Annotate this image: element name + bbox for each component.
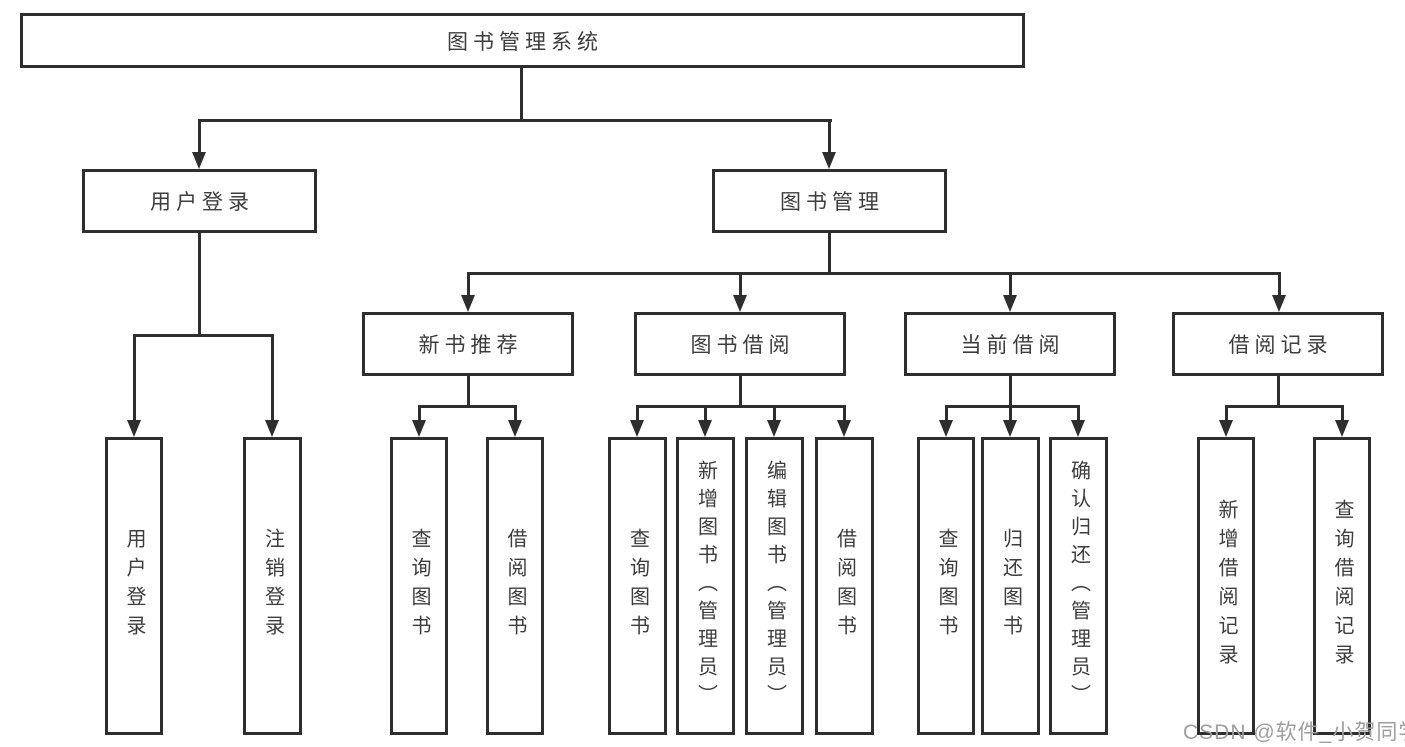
leaf-current-query-book-label: 查询图书 [935, 528, 957, 644]
connector-line [704, 405, 707, 422]
arrowhead-down [412, 420, 426, 437]
connector-line [133, 334, 136, 422]
connector-line [1077, 405, 1080, 422]
node-library-management-system: 图书管理系统 [20, 13, 1025, 68]
connector-line [636, 405, 846, 408]
arrowhead-down [939, 420, 953, 437]
connector-line [418, 405, 421, 422]
arrowhead-down [192, 152, 206, 169]
connector-line [828, 119, 831, 155]
arrowhead-down [1272, 295, 1286, 312]
arrowhead-down [1071, 420, 1085, 437]
leaf-recommend-borrow-book: 借阅图书 [486, 437, 544, 735]
connector-line [1341, 405, 1344, 422]
leaf-records-query-record: 查询借阅记录 [1313, 437, 1371, 735]
connector-line [828, 230, 831, 275]
connector-line [1278, 272, 1281, 298]
node-book-borrow: 图书借阅 [634, 312, 846, 376]
leaf-current-confirm-return-admin-label: 确认归还（管理员） [1067, 460, 1090, 712]
arrowhead-down [127, 420, 141, 437]
leaf-borrow-add-book-admin-label: 新增图书（管理员） [694, 460, 717, 712]
leaf-logout-label: 注销登录 [261, 528, 284, 644]
connector-line [1277, 374, 1280, 408]
connector-line [467, 374, 470, 408]
leaf-user-login-label: 用户登录 [123, 528, 145, 644]
connector-line [514, 405, 517, 422]
connector-line [773, 405, 776, 422]
leaf-current-query-book: 查询图书 [917, 437, 975, 735]
leaf-user-login: 用户登录 [105, 437, 163, 735]
leaf-borrow-borrow-book-label: 借阅图书 [833, 528, 856, 644]
leaf-recommend-borrow-book-label: 借阅图书 [504, 528, 526, 644]
arrowhead-down [1335, 420, 1349, 437]
connector-line [1009, 374, 1012, 408]
arrowhead-down [265, 420, 279, 437]
connector-line [198, 119, 832, 122]
leaf-records-add-record-label: 新增借阅记录 [1215, 499, 1237, 673]
arrowhead-down [837, 420, 851, 437]
connector-line [133, 334, 274, 337]
connector-line [945, 405, 1080, 408]
connector-line [739, 272, 742, 298]
node-borrow-records: 借阅记录 [1172, 312, 1384, 376]
arrowhead-down [733, 295, 747, 312]
leaf-borrow-query-book-label: 查询图书 [626, 528, 649, 644]
arrowhead-down [630, 420, 644, 437]
connector-line [636, 405, 639, 422]
leaf-current-return-book-label: 归还图书 [999, 528, 1022, 644]
connector-line [271, 334, 274, 422]
connector-line [1009, 272, 1012, 298]
leaf-borrow-borrow-book: 借阅图书 [815, 437, 874, 735]
connector-line [1225, 405, 1344, 408]
arrowhead-down [1003, 295, 1017, 312]
arrowhead-down [822, 152, 836, 169]
connector-line [843, 405, 846, 422]
node-current-borrow: 当前借阅 [904, 312, 1116, 376]
connector-line [467, 272, 1281, 275]
arrowhead-down [1219, 420, 1233, 437]
csdn-watermark: CSDN @软件_小贺同学 [1183, 721, 1405, 744]
node-user-login: 用户登录 [82, 169, 317, 233]
arrowhead-down [461, 295, 475, 312]
connector-line [945, 405, 948, 422]
leaf-borrow-edit-book-admin-label: 编辑图书（管理员） [763, 460, 786, 712]
leaf-recommend-query-book-label: 查询图书 [408, 528, 430, 644]
leaf-borrow-edit-book-admin: 编辑图书（管理员） [745, 437, 804, 735]
leaf-borrow-query-book: 查询图书 [608, 437, 667, 735]
leaf-records-query-record-label: 查询借阅记录 [1331, 499, 1353, 673]
leaf-recommend-query-book: 查询图书 [390, 437, 448, 735]
connector-line [418, 405, 517, 408]
connector-line [739, 374, 742, 408]
arrowhead-down [767, 420, 781, 437]
leaf-current-return-book: 归还图书 [981, 437, 1040, 735]
arrowhead-down [508, 420, 522, 437]
connector-line [467, 272, 470, 298]
connector-line [198, 230, 201, 336]
leaf-logout: 注销登录 [243, 437, 302, 735]
connector-line [198, 119, 201, 155]
arrowhead-down [1003, 420, 1017, 437]
connector-line [520, 66, 523, 122]
node-new-book-recommend: 新书推荐 [362, 312, 574, 376]
leaf-current-confirm-return-admin: 确认归还（管理员） [1049, 437, 1108, 735]
leaf-borrow-add-book-admin: 新增图书（管理员） [676, 437, 735, 735]
connector-line [1009, 405, 1012, 422]
arrowhead-down [698, 420, 712, 437]
leaf-records-add-record: 新增借阅记录 [1197, 437, 1255, 735]
node-book-management: 图书管理 [712, 169, 947, 233]
connector-line [1225, 405, 1228, 422]
